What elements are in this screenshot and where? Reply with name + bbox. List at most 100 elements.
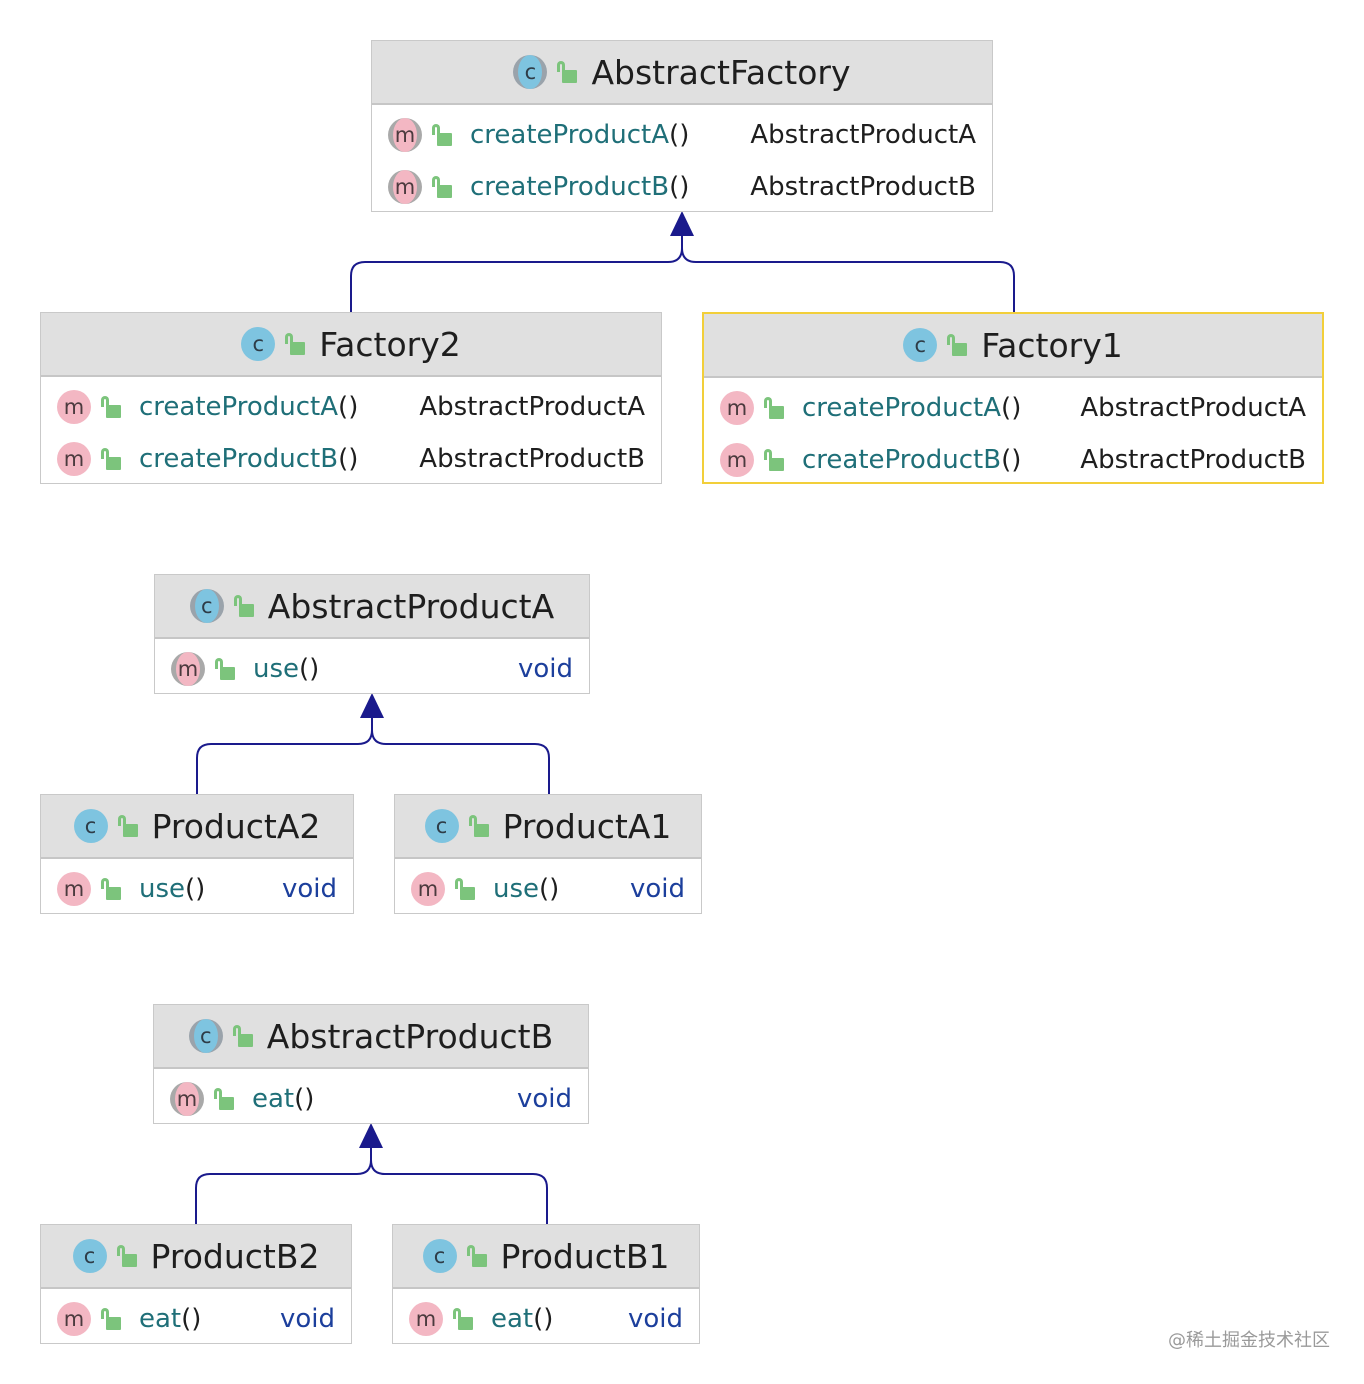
method-params: () <box>338 444 359 474</box>
class-icon: c <box>903 328 938 362</box>
method-params: () <box>181 1304 202 1334</box>
public-lock-icon <box>101 396 121 418</box>
return-type: void <box>629 874 685 904</box>
edge-factory2-to-abstractfactory <box>350 232 683 312</box>
abstract-class-icon: c <box>188 1019 223 1053</box>
class-name: ProductB1 <box>500 1236 670 1276</box>
public-lock-icon <box>101 448 121 470</box>
return-type: AbstractProductA <box>1080 393 1306 423</box>
method-params: () <box>294 1084 315 1114</box>
class-name: ProductB2 <box>150 1236 320 1276</box>
arrowhead-abstractproducta <box>360 693 384 718</box>
class-name: ProductA1 <box>502 806 672 846</box>
class-name: AbstractFactory <box>591 52 851 92</box>
method-row[interactable]: m createProductA() AbstractProductA <box>704 382 1322 434</box>
method-params: () <box>539 874 560 904</box>
class-icon: c <box>73 809 108 843</box>
method-name: createProductB <box>139 444 339 474</box>
method-icon: m <box>57 442 91 476</box>
edge-factory1-to-abstractfactory <box>681 232 1015 312</box>
method-params: () <box>1001 393 1022 423</box>
method-icon: m <box>720 391 754 425</box>
class-name: AbstractProductA <box>267 586 555 626</box>
method-name: use <box>139 874 186 904</box>
return-type: AbstractProductB <box>750 172 976 202</box>
return-type: AbstractProductA <box>750 120 976 150</box>
public-lock-icon <box>215 658 235 680</box>
class-name: ProductA2 <box>151 806 321 846</box>
public-lock-icon <box>101 878 121 900</box>
public-lock-icon <box>116 1245 137 1267</box>
public-lock-icon <box>101 1308 121 1330</box>
method-params: () <box>669 120 690 150</box>
return-type: AbstractProductB <box>419 444 645 474</box>
method-name: eat <box>139 1304 182 1334</box>
abstract-method-icon: m <box>388 170 422 204</box>
return-type: void <box>279 1304 335 1334</box>
abstract-class-icon: c <box>513 55 548 89</box>
method-params: () <box>338 392 359 422</box>
return-type: void <box>516 1084 572 1114</box>
method-row[interactable]: m eat() void <box>41 1293 351 1345</box>
method-name: createProductA <box>139 392 339 422</box>
class-box-productb2[interactable]: c ProductB2 m eat() void <box>40 1224 352 1344</box>
class-icon: c <box>241 327 276 361</box>
public-lock-icon <box>432 176 452 198</box>
public-lock-icon <box>468 815 489 837</box>
class-icon: c <box>72 1239 107 1273</box>
abstract-method-icon: m <box>388 118 422 152</box>
method-name: createProductB <box>802 445 1002 475</box>
method-icon: m <box>57 390 91 424</box>
return-type: void <box>281 874 337 904</box>
public-lock-icon <box>432 124 452 146</box>
method-row[interactable]: m createProductB() AbstractProductB <box>41 433 661 485</box>
method-list: m eat() void <box>41 1289 351 1349</box>
public-lock-icon <box>947 334 968 356</box>
method-name: createProductA <box>802 393 1002 423</box>
public-lock-icon <box>232 1025 253 1047</box>
public-lock-icon <box>466 1245 487 1267</box>
method-icon: m <box>57 872 91 906</box>
class-header: c AbstractProductA <box>155 575 589 639</box>
method-name: use <box>253 654 300 684</box>
public-lock-icon <box>764 397 784 419</box>
edge-producta1-to-abstractproducta <box>371 714 550 794</box>
abstract-class-icon: c <box>189 589 224 623</box>
abstract-method-icon: m <box>171 652 205 686</box>
class-header: c ProductA2 <box>41 795 353 859</box>
method-name: eat <box>252 1084 295 1114</box>
method-params: () <box>669 172 690 202</box>
edge-productb1-to-abstractproductb <box>370 1144 548 1224</box>
method-name: use <box>493 874 540 904</box>
arrowhead-abstractfactory <box>670 211 694 236</box>
method-params: () <box>1001 445 1022 475</box>
class-name: Factory2 <box>319 324 461 364</box>
method-icon: m <box>57 1302 91 1336</box>
class-header: c Factory2 <box>41 313 661 377</box>
public-lock-icon <box>455 878 475 900</box>
